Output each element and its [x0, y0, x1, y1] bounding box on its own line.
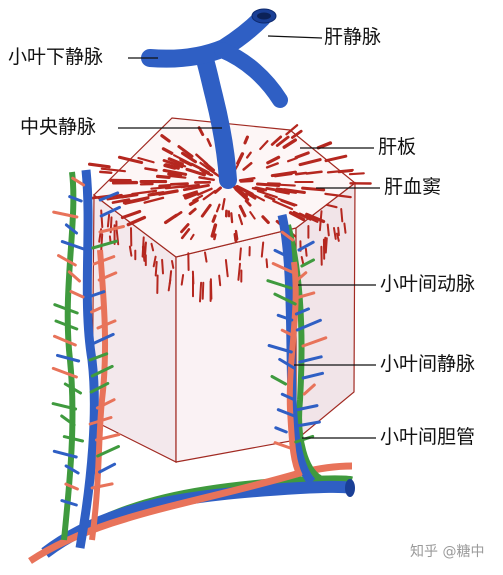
sinusoid-strand: [339, 171, 352, 172]
sinusoid-strand: [182, 275, 183, 285]
sinusoid-strand: [162, 260, 163, 274]
sinusoid-strand: [326, 156, 346, 161]
sinusoid-strand: [151, 187, 167, 188]
sinusoid-strand: [341, 209, 342, 221]
sinusoid-strand: [90, 164, 110, 167]
sinusoid-strand: [240, 248, 241, 259]
vessel-branch: [275, 443, 290, 448]
hepatic-vein-branch: [222, 50, 280, 100]
sinusoid-strand: [158, 176, 169, 177]
label-hepatic-plate: 肝板: [378, 138, 416, 157]
watermark: 知乎 @糖中: [410, 541, 484, 561]
sinusoid-strand: [156, 262, 157, 276]
sinusoid-strand: [296, 173, 306, 174]
label-hepatic-vein: 肝静脉: [324, 28, 381, 47]
sinusoid-strand: [108, 215, 109, 227]
sinusoid-strand: [171, 184, 187, 185]
vessel-branch: [71, 292, 83, 298]
sinusoid-strand: [338, 228, 339, 235]
sinusoid-strand: [219, 276, 220, 286]
hepatic-vein-opening-inner: [257, 13, 271, 20]
sinusoid-strand: [307, 172, 322, 174]
sinusoid-strand: [200, 283, 201, 302]
sinusoid-strand: [306, 249, 307, 256]
sinusoid-strand: [231, 213, 232, 222]
sinusoid-strand: [146, 169, 157, 171]
sinusoid-strand: [241, 181, 252, 182]
label-interlobular-bile-duct: 小叶间胆管: [380, 428, 475, 447]
sinusoid-strand: [326, 238, 327, 252]
label-sublobular-vein: 小叶下静脉: [8, 48, 103, 67]
sinusoid-strand: [101, 234, 102, 251]
sinusoid-strand: [170, 176, 185, 178]
bottom-vein-opening: [345, 479, 355, 497]
sinusoid-strand: [262, 243, 263, 257]
sinusoid-strand: [344, 224, 345, 233]
sinusoid-strand: [235, 234, 236, 240]
sinusoid-strand: [100, 172, 111, 173]
vessel-branch: [55, 336, 76, 345]
label-hepatic-sinusoid: 肝血窦: [384, 178, 441, 197]
label-interlobular-artery: 小叶间动脉: [380, 275, 475, 294]
sinusoid-strand: [318, 143, 330, 148]
sinusoid-strand: [160, 186, 170, 187]
label-central-vein: 中央静脉: [20, 118, 96, 137]
sinusoid-strand: [172, 261, 173, 268]
label-interlobular-vein: 小叶间静脉: [380, 355, 475, 374]
sinusoid-strand: [328, 225, 329, 236]
sinusoid-strand: [214, 235, 215, 239]
sinusoid-strand: [350, 173, 364, 174]
sinusoid-strand: [267, 259, 268, 267]
sinusoid-strand: [101, 211, 102, 228]
vessel-branch: [64, 437, 82, 441]
sublobular-vein: [150, 18, 262, 59]
leader-hepatic-vein: [268, 36, 322, 38]
sinusoid-strand: [149, 193, 158, 195]
vessel-branch: [100, 464, 115, 472]
sinusoid-strand: [213, 216, 215, 221]
sinusoid-strand: [170, 271, 171, 284]
lobule-front-face: [176, 228, 296, 462]
sinusoid-strand: [203, 283, 204, 299]
vessel-branch: [62, 501, 76, 505]
